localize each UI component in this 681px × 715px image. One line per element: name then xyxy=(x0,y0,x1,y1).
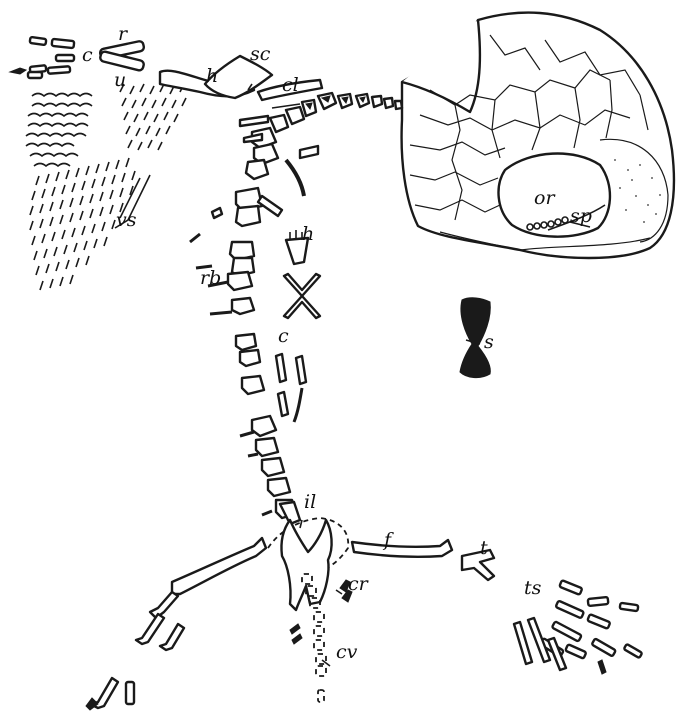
label-ts: ts xyxy=(524,577,542,599)
label-sc: sc xyxy=(250,43,271,65)
right-hind-limb xyxy=(352,540,642,674)
radius-ulna xyxy=(99,41,144,72)
label-u: u xyxy=(114,69,126,91)
label-c-hand: c xyxy=(82,44,93,66)
left-hind-limb xyxy=(86,538,266,710)
label-vs: vs xyxy=(116,209,137,231)
label-or: or xyxy=(534,187,556,209)
label-s: s xyxy=(484,331,494,353)
label-cl: cl xyxy=(282,74,299,96)
label-cr: cr xyxy=(348,573,370,595)
label-r: r xyxy=(118,23,129,45)
label-h-humerus: h xyxy=(206,65,218,87)
trunk-vertebrae xyxy=(228,128,300,524)
ventral-scales xyxy=(26,84,186,290)
label-sp: sp xyxy=(570,205,592,227)
skull xyxy=(402,13,674,258)
label-c-trunk: c xyxy=(278,325,289,347)
pelvis xyxy=(268,518,348,610)
label-cv: cv xyxy=(336,641,358,663)
label-rb: rb xyxy=(200,267,221,289)
label-il: il xyxy=(304,491,316,513)
label-h-hyoid: h xyxy=(302,223,314,245)
label-t: t xyxy=(480,537,488,559)
hand-bones xyxy=(10,37,74,78)
cervical-vertebrae xyxy=(270,93,402,132)
